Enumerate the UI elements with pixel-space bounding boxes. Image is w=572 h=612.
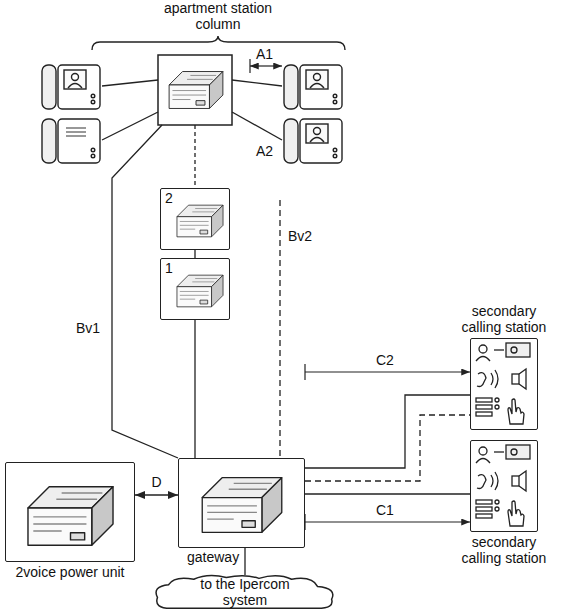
apartment-stations: [284, 65, 342, 109]
station-wires: [102, 80, 158, 86]
bus-wires: [279, 200, 280, 458]
node-label: 2voice power unit: [0, 564, 140, 580]
distributor-icons: [28, 205, 282, 545]
bus-wires: [112, 125, 280, 458]
distributor-icons: [177, 205, 223, 237]
bus-wire: [194, 250, 195, 258]
bus-wires: [112, 125, 178, 458]
dimension-arrows: [305, 521, 470, 522]
dimension-arrows: [249, 59, 250, 73]
distributor-icons: [177, 275, 223, 307]
dimension-label: A2: [256, 143, 273, 159]
system-cloud: to the Ipercom system: [150, 572, 340, 612]
calling-station: secondary calling station: [470, 440, 538, 532]
apartment-stations: [42, 65, 100, 109]
distributor-icons: [202, 478, 282, 533]
dimension-label: A1: [256, 46, 273, 62]
column-distributor: [158, 55, 232, 125]
apartment-stations: [42, 119, 100, 163]
system-link: [244, 548, 245, 575]
node-label: gateway: [187, 549, 239, 565]
station-wires: [232, 80, 282, 86]
bus-label: Bv1: [76, 320, 100, 336]
node-label: secondary calling station: [454, 534, 554, 566]
station-wire: [305, 493, 470, 494]
bus-label: Bv2: [288, 228, 312, 244]
distributor-box: 2: [160, 188, 230, 250]
station-wires: [232, 112, 282, 140]
dimension-arrows: [250, 59, 470, 530]
dimension-label: C1: [376, 502, 394, 518]
station-wires: [102, 112, 158, 140]
calling-station: secondary calling station: [470, 338, 538, 430]
gateway-box: gateway: [178, 458, 305, 548]
apartment-stations: [42, 65, 342, 163]
column-bracket: [92, 36, 345, 50]
station-wire: [305, 415, 470, 481]
node-label: 1: [165, 260, 173, 276]
apartment-stations: [284, 119, 342, 163]
panel-icons: [476, 445, 530, 526]
cloud-outline: [156, 576, 333, 609]
panel-icons: [476, 343, 530, 526]
column-label: apartment station column: [153, 0, 283, 32]
column-distributor: [169, 72, 223, 109]
edge-label: D: [149, 474, 163, 490]
bus-wires: [194, 125, 195, 188]
node-label: 2: [165, 190, 173, 206]
panel-icons: [476, 343, 530, 424]
column-distributor: [158, 55, 232, 125]
power-link: [135, 494, 178, 495]
node-label: secondary calling station: [454, 303, 554, 335]
dimension-label: C2: [376, 352, 394, 368]
dimension-arrows: [250, 65, 282, 66]
node-label: to the Ipercom system: [185, 576, 305, 608]
station-wire: [305, 395, 470, 468]
bus-wire: [194, 320, 195, 458]
power-unit: 2voice power unit: [5, 462, 135, 562]
column-bracket: [92, 36, 345, 50]
distributor-box: 1: [160, 258, 230, 320]
dimension-arrows: [305, 371, 470, 372]
distributor-icons: [28, 487, 113, 545]
